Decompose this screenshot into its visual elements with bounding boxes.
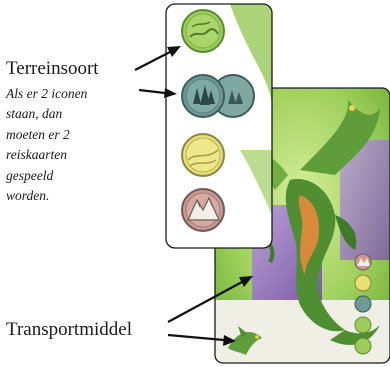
desert-icon (182, 134, 224, 176)
mountain-icon (182, 189, 224, 231)
grassland-icon (182, 10, 224, 52)
terrain-note-line: Als er 2 iconen (6, 84, 156, 104)
transport-label: Transportmiddel (6, 319, 132, 341)
terrain-note: Als er 2 iconen staan, dan moeten er 2 r… (6, 84, 156, 206)
terrain-note-line: reiskaarten (6, 145, 156, 165)
transport-arrow-lower (168, 335, 236, 346)
terrain-note-line: gespeeld (6, 166, 156, 186)
travel-card-front (166, 4, 272, 248)
terrain-note-line: worden. (6, 186, 156, 206)
terrain-type-label: Terreinsoort (6, 58, 99, 80)
terrain-note-line: staan, dan (6, 104, 156, 124)
terrain-note-line: moeten er 2 (6, 125, 156, 145)
forest-icon (182, 75, 254, 117)
